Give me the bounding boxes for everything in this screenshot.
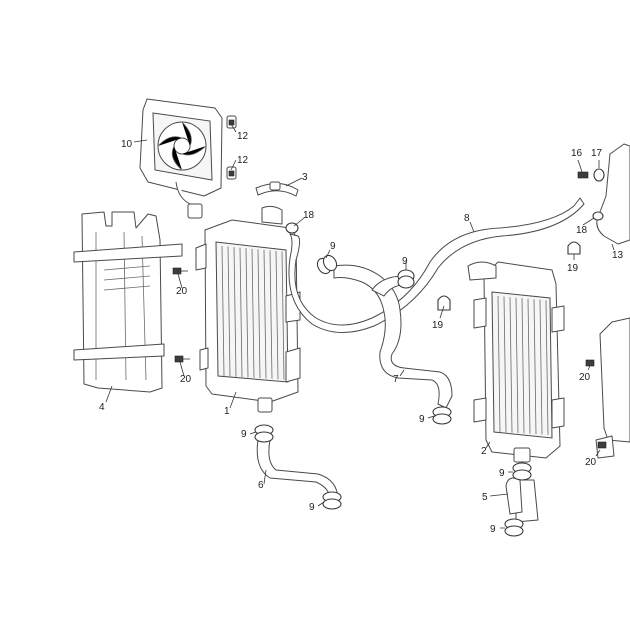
radiator-left-fins: [221, 245, 285, 380]
radiator-fin: [269, 250, 273, 379]
bolt-20-right-upper: [585, 359, 595, 367]
hose-clamp-9-lower-left: [322, 491, 342, 510]
radiator-fin: [527, 298, 531, 434]
coolant-hose-7: [333, 264, 453, 409]
callout-19-mid: 19: [432, 320, 444, 331]
callout-9-lower-left: 9: [309, 502, 315, 513]
callout-20-right-upper: 20: [579, 372, 591, 383]
callout-18-left: 18: [303, 210, 315, 221]
radiator-fin: [497, 295, 501, 433]
bolt-20-lower-left: [174, 355, 190, 363]
radiator-guard-left: [73, 211, 183, 393]
hose-clamp-9-right-upper: [512, 462, 532, 481]
bolt-16: [577, 171, 589, 179]
radiator-cap: [255, 181, 299, 197]
callout-12-bottom: 12: [237, 155, 249, 166]
callout-6: 6: [258, 480, 264, 491]
callout-5: 5: [482, 492, 488, 503]
hose-clamp-9-upper-left: [254, 424, 274, 443]
callout-12-top: 12: [237, 131, 249, 142]
callout-13: 13: [612, 250, 624, 261]
hose-clamp-9-right-lower: [504, 518, 524, 537]
hose-clamp-9-hose7-bottom: [432, 406, 452, 425]
callout-9-right-lower: 9: [490, 524, 496, 535]
callout-20-lower-left: 20: [180, 374, 192, 385]
bolt-20-upper-left: [172, 267, 188, 275]
callout-7: 7: [393, 374, 399, 385]
callout-2: 2: [481, 446, 487, 457]
callout-16: 16: [571, 148, 583, 159]
callout-20-right-lower: 20: [585, 457, 597, 468]
radiator-fin: [503, 296, 507, 433]
radiator-fin: [263, 249, 267, 379]
hose-clip-19-right: [567, 241, 581, 255]
callout-10: 10: [121, 139, 133, 150]
radiator-fin: [275, 250, 279, 380]
hose-clamp-9-hose7-right: [397, 269, 415, 289]
hose-clip-19-mid: [437, 295, 451, 311]
radiator-left: [195, 205, 301, 413]
callout-labels: 10 12 12 3 18 9 20 20 4 1 9 6 9 8 9 19 7…: [99, 131, 624, 535]
callout-17: 17: [591, 148, 603, 159]
callout-9-hose7-left: 9: [330, 241, 336, 252]
radiator-fin: [539, 299, 543, 435]
overflow-hose-8: [288, 197, 585, 334]
callout-8: 8: [464, 213, 470, 224]
radiator-fin: [521, 298, 525, 434]
callout-3: 3: [302, 172, 308, 183]
radiator-right-fins: [497, 295, 549, 435]
hose-5: [505, 477, 539, 523]
radiator-fin: [221, 245, 225, 377]
leader-lines: [105, 123, 615, 529]
callout-20-upper-left: 20: [176, 286, 188, 297]
radiator-fin: [545, 300, 549, 435]
radiator-fin: [509, 297, 513, 433]
radiator-fin: [257, 249, 261, 379]
radiator-fin: [239, 247, 243, 378]
callout-9-right-upper: 9: [499, 468, 505, 479]
callout-4: 4: [99, 402, 105, 413]
nut-12-top: [226, 115, 237, 129]
radiator-fin: [227, 246, 231, 377]
radiator-guard-right-partial: [595, 143, 630, 459]
radiator-fin: [251, 248, 255, 378]
radiator-fin: [533, 299, 537, 435]
cooling-fan: [139, 98, 223, 219]
radiator-fin: [245, 248, 249, 378]
callout-9-hose7-bottom: 9: [419, 414, 425, 425]
grommet-17: [593, 168, 605, 182]
callout-1: 1: [224, 406, 230, 417]
nut-12-bottom: [226, 166, 237, 180]
radiator-right: [467, 261, 565, 463]
radiator-fin: [515, 297, 519, 434]
hose-6: [256, 439, 339, 501]
callout-19-right: 19: [567, 263, 579, 274]
radiator-fin: [233, 247, 237, 377]
callout-9-upper-left: 9: [241, 429, 247, 440]
radiator-fin: [281, 251, 285, 380]
callout-18-right: 18: [576, 225, 588, 236]
hose-clamp-9-hose7-left: [316, 254, 338, 275]
hose-clamp-18-right: [592, 211, 604, 221]
callout-9-hose7-right: 9: [402, 256, 408, 267]
bolt-20-right-lower: [597, 441, 607, 449]
